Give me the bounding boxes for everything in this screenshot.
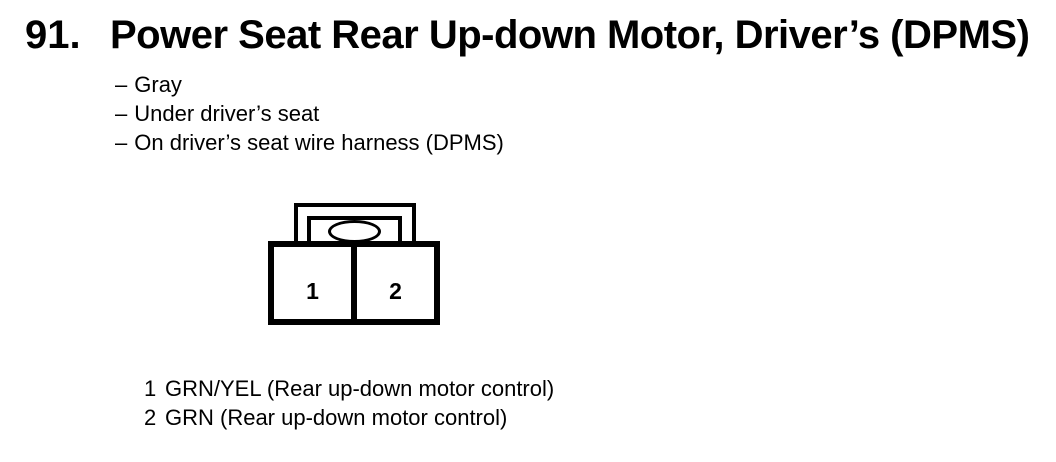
pinout-row: 2 GRN (Rear up-down motor control) bbox=[144, 403, 554, 432]
detail-text: On driver’s seat wire harness (DPMS) bbox=[134, 130, 504, 155]
item-number: 91. bbox=[25, 13, 81, 57]
detail-item-location: – Under driver’s seat bbox=[115, 99, 504, 128]
detail-list: – Gray – Under driver’s seat – On driver… bbox=[115, 70, 504, 157]
cavity-divider bbox=[351, 247, 357, 319]
connector-body: 1 2 bbox=[268, 241, 440, 325]
page-title: Power Seat Rear Up-down Motor, Driver’s … bbox=[110, 13, 1030, 57]
pin-number: 1 bbox=[144, 376, 157, 401]
detail-item-color: – Gray bbox=[115, 70, 504, 99]
pinout-legend: 1 GRN/YEL (Rear up-down motor control) 2… bbox=[144, 374, 554, 432]
pinout-row: 1 GRN/YEL (Rear up-down motor control) bbox=[144, 374, 554, 403]
detail-item-harness: – On driver’s seat wire harness (DPMS) bbox=[115, 128, 504, 157]
detail-text: Under driver’s seat bbox=[134, 101, 320, 126]
connector-latch-oval bbox=[328, 220, 381, 243]
dash-bullet: – bbox=[115, 72, 128, 97]
detail-text: Gray bbox=[134, 72, 182, 97]
pin-description: GRN/YEL (Rear up-down motor control) bbox=[165, 376, 555, 401]
connector-cavity-1: 1 bbox=[306, 277, 319, 304]
pin-description: GRN (Rear up-down motor control) bbox=[165, 405, 508, 430]
connector-cavity-2: 2 bbox=[389, 277, 402, 304]
dash-bullet: – bbox=[115, 130, 128, 155]
dash-bullet: – bbox=[115, 101, 128, 126]
pin-number: 2 bbox=[144, 405, 157, 430]
